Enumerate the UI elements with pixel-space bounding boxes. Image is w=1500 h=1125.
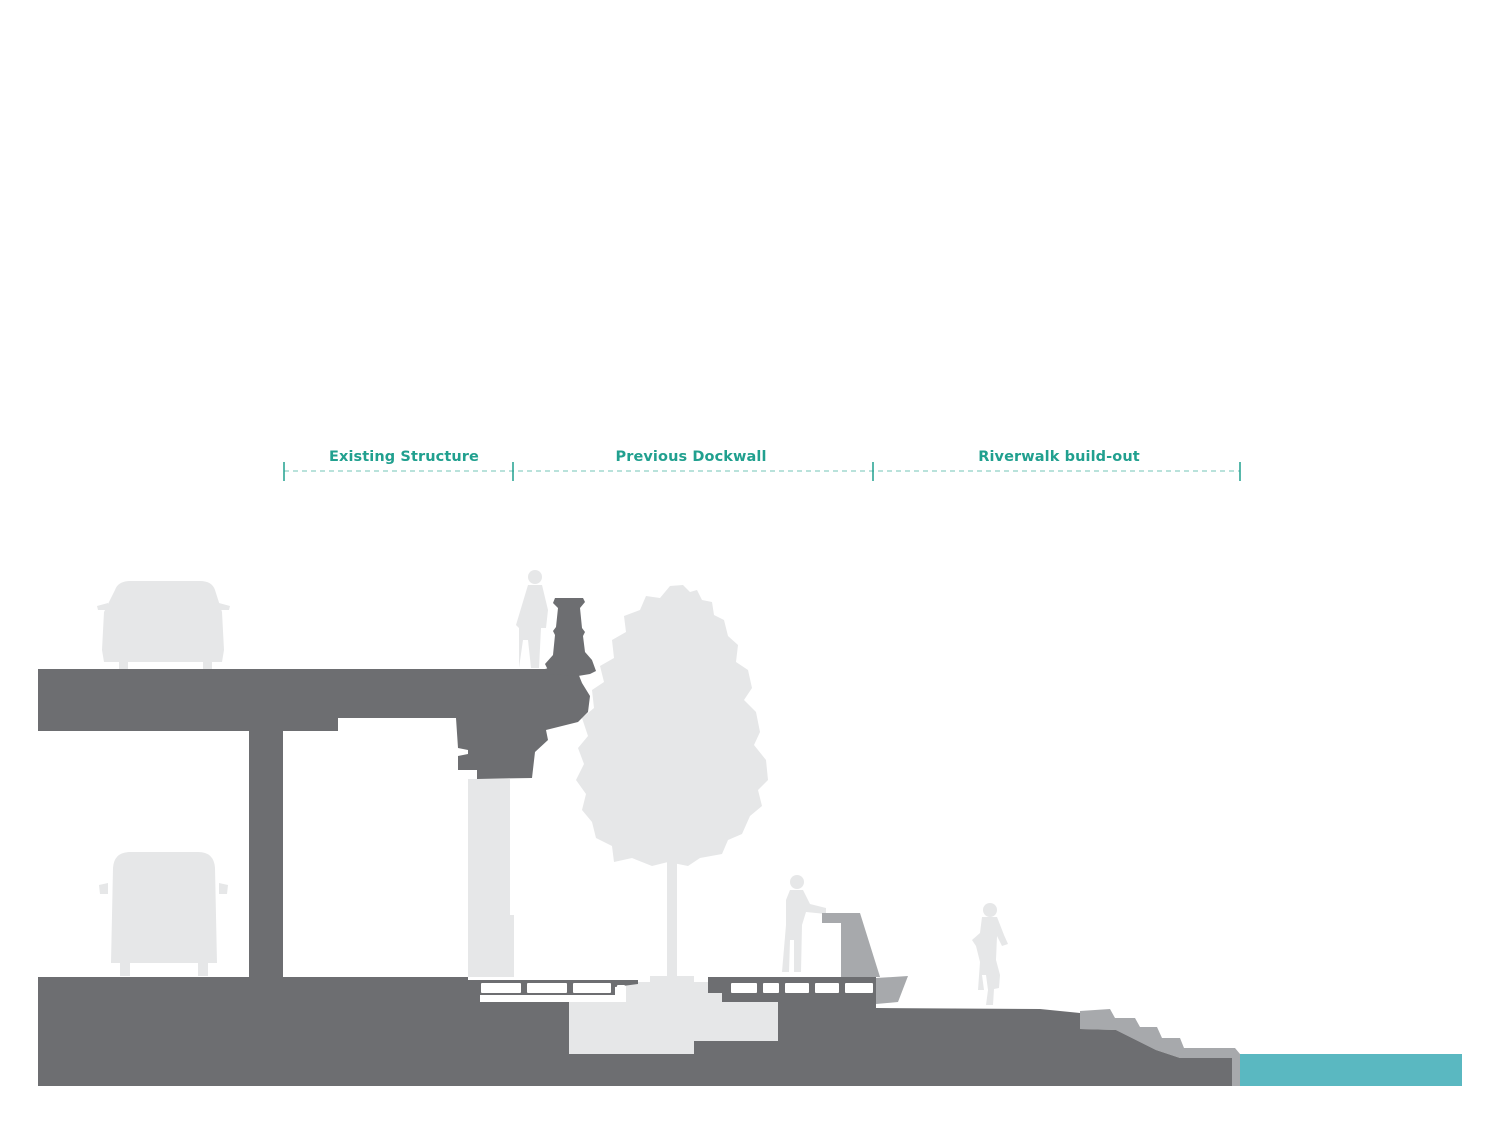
upper-deck-slab [38, 665, 590, 779]
planter-box [569, 982, 778, 1054]
bollard [545, 598, 596, 676]
river-water [1240, 1054, 1462, 1086]
car-silhouette [97, 581, 230, 669]
railing-wall [822, 913, 880, 977]
zone-label-previous-dockwall: Previous Dockwall [615, 449, 766, 465]
tree-silhouette [576, 585, 768, 984]
support-column [249, 729, 283, 981]
tree-trunk [667, 830, 677, 982]
retaining-wedge [876, 976, 908, 1004]
tree-canopy [576, 585, 768, 866]
tree-root-ball [650, 976, 694, 984]
van-silhouette [99, 852, 228, 976]
zone-label-existing-structure: Existing Structure [329, 449, 479, 465]
zone-label-riverwalk-build-out: Riverwalk build-out [978, 449, 1140, 465]
person-at-railing [782, 875, 826, 972]
medium-gray-elements [822, 913, 1240, 1086]
ground-mass [38, 977, 1232, 1086]
person-standing-deck [516, 570, 548, 668]
existing-structure [38, 598, 1232, 1086]
ghost-elements [97, 570, 1008, 1054]
jogger-silhouette [972, 903, 1008, 1005]
old-dockwall-column [468, 779, 514, 977]
zone-dimension-lines: Existing Structure Previous Dockwall Riv… [283, 449, 1241, 481]
riverwalk-steps [1080, 1009, 1240, 1086]
paving-joints [481, 983, 873, 993]
